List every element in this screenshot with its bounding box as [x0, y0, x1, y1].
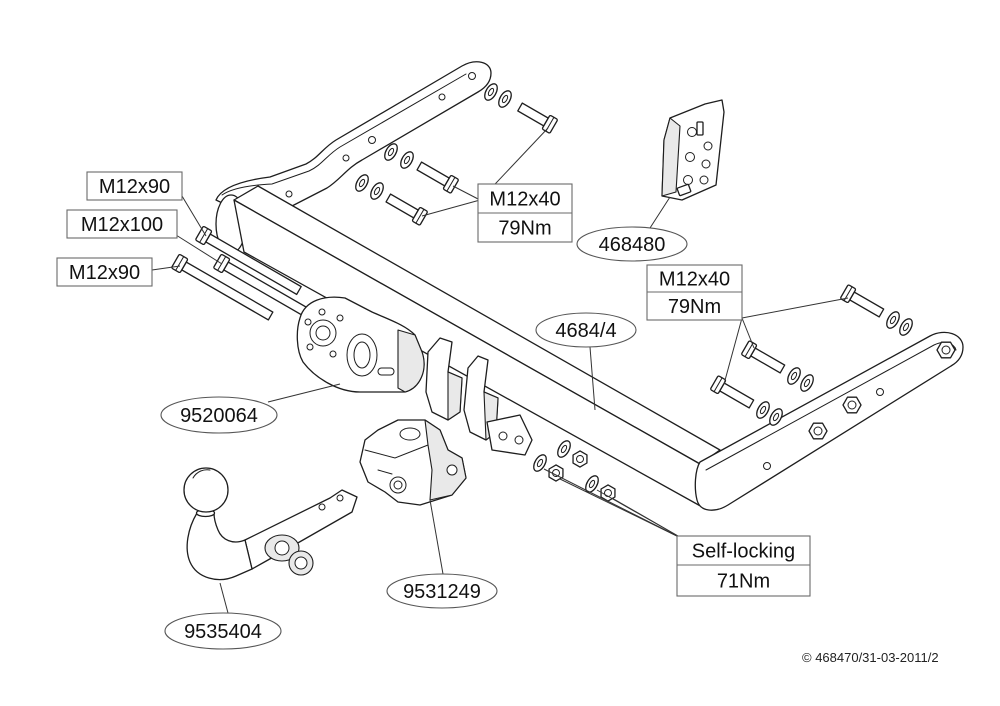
washer: [899, 318, 913, 336]
beam-mount-brackets: [425, 337, 533, 456]
callout-right-bolts: M12x40 79Nm: [646, 264, 743, 321]
bolt-b-size: M12x100: [81, 214, 163, 236]
bolt-a-size: M12x90: [99, 176, 170, 198]
mounting-plate-number: 9520064: [180, 405, 258, 427]
bracket-hole: [438, 93, 446, 101]
washer: [384, 143, 398, 161]
leader-line: [181, 195, 207, 237]
bolt-long-a: [195, 225, 302, 296]
leader-line: [429, 499, 444, 575]
callout-top-bolts: M12x40 79Nm: [477, 183, 573, 243]
nut: [842, 396, 862, 414]
bracket-hole: [285, 190, 293, 198]
clamp-plate: [486, 414, 533, 456]
leader-line: [267, 383, 341, 403]
copyright-note: © 468470/31-03-2011/2: [802, 650, 939, 665]
bolt: [710, 375, 755, 409]
nut: [548, 464, 564, 482]
crossbar-number: 4684/4: [555, 320, 616, 342]
washer: [533, 454, 547, 472]
washer: [400, 151, 414, 169]
left-side-bracket: [215, 61, 492, 221]
callout-bolt-b: M12x100: [66, 209, 178, 239]
nut: [936, 341, 956, 359]
part-number-crossbar: 4684/4: [535, 312, 637, 348]
leader-line: [741, 317, 755, 349]
washer: [787, 367, 801, 385]
nuts-type: Self-locking: [692, 541, 795, 563]
bracket-hole: [468, 72, 476, 80]
leader-line: [452, 185, 481, 201]
bolt-long-c: [171, 253, 274, 321]
bracket-hole: [876, 388, 884, 396]
washer: [769, 408, 783, 426]
bolt-c-size: M12x90: [69, 262, 140, 284]
nuts-torque: 71Nm: [717, 571, 770, 593]
leader-lines: [151, 127, 849, 614]
bolt: [416, 161, 459, 194]
mounting-plate: [296, 296, 425, 393]
callout-nuts: Self-locking 71Nm: [676, 535, 811, 597]
right-bolts-size: M12x40: [659, 269, 730, 291]
part-number-mounting-plate: 9520064: [160, 396, 278, 434]
right-bolt-set: [710, 284, 913, 426]
bolt: [741, 340, 786, 374]
leader-line: [611, 497, 686, 541]
bolt: [840, 284, 885, 318]
top-bolts-torque: 79Nm: [498, 218, 551, 240]
leader-line: [649, 196, 671, 229]
socket-holder-number: 9531249: [403, 581, 481, 603]
part-number-socket-holder: 9531249: [386, 573, 498, 609]
top-bolt-set: [355, 83, 558, 226]
washer: [498, 90, 512, 108]
washer: [756, 401, 770, 419]
leader-line: [421, 199, 481, 217]
part-number-bracket-kit: 468480: [576, 226, 688, 262]
bracket-hole: [342, 154, 350, 162]
leader-line: [219, 582, 229, 614]
washer: [355, 174, 369, 192]
leader-line: [589, 346, 596, 411]
leader-line: [151, 265, 181, 271]
washer: [800, 374, 814, 392]
bracket-kit: [661, 99, 725, 201]
socket-holder: [359, 419, 467, 506]
part-number-ball-neck: 9535404: [164, 612, 282, 650]
top-bolts-size: M12x40: [489, 189, 560, 211]
washer: [557, 440, 571, 458]
washer: [585, 475, 599, 493]
right-side-bracket: [694, 331, 964, 511]
leader-line: [741, 297, 849, 319]
nut: [808, 422, 828, 440]
leader-line: [723, 317, 743, 385]
ball-neck-number: 9535404: [184, 621, 262, 643]
washer: [886, 311, 900, 329]
callout-bolt-c: M12x90: [56, 257, 153, 287]
right-bolts-torque: 79Nm: [668, 296, 721, 318]
tow-ball: [183, 467, 229, 513]
leader-line: [559, 478, 686, 541]
ball-neck: [183, 467, 358, 581]
bolt: [517, 102, 558, 134]
washer: [484, 83, 498, 101]
washer: [370, 182, 384, 200]
lock-cylinder: [264, 534, 314, 576]
bracket-kit-number: 468480: [599, 234, 666, 256]
bracket-hole: [763, 462, 771, 470]
bracket-hole: [368, 136, 376, 144]
leader-line: [175, 234, 223, 265]
bolt: [385, 193, 428, 226]
callout-bolt-a: M12x90: [86, 171, 183, 201]
nut: [572, 450, 588, 468]
